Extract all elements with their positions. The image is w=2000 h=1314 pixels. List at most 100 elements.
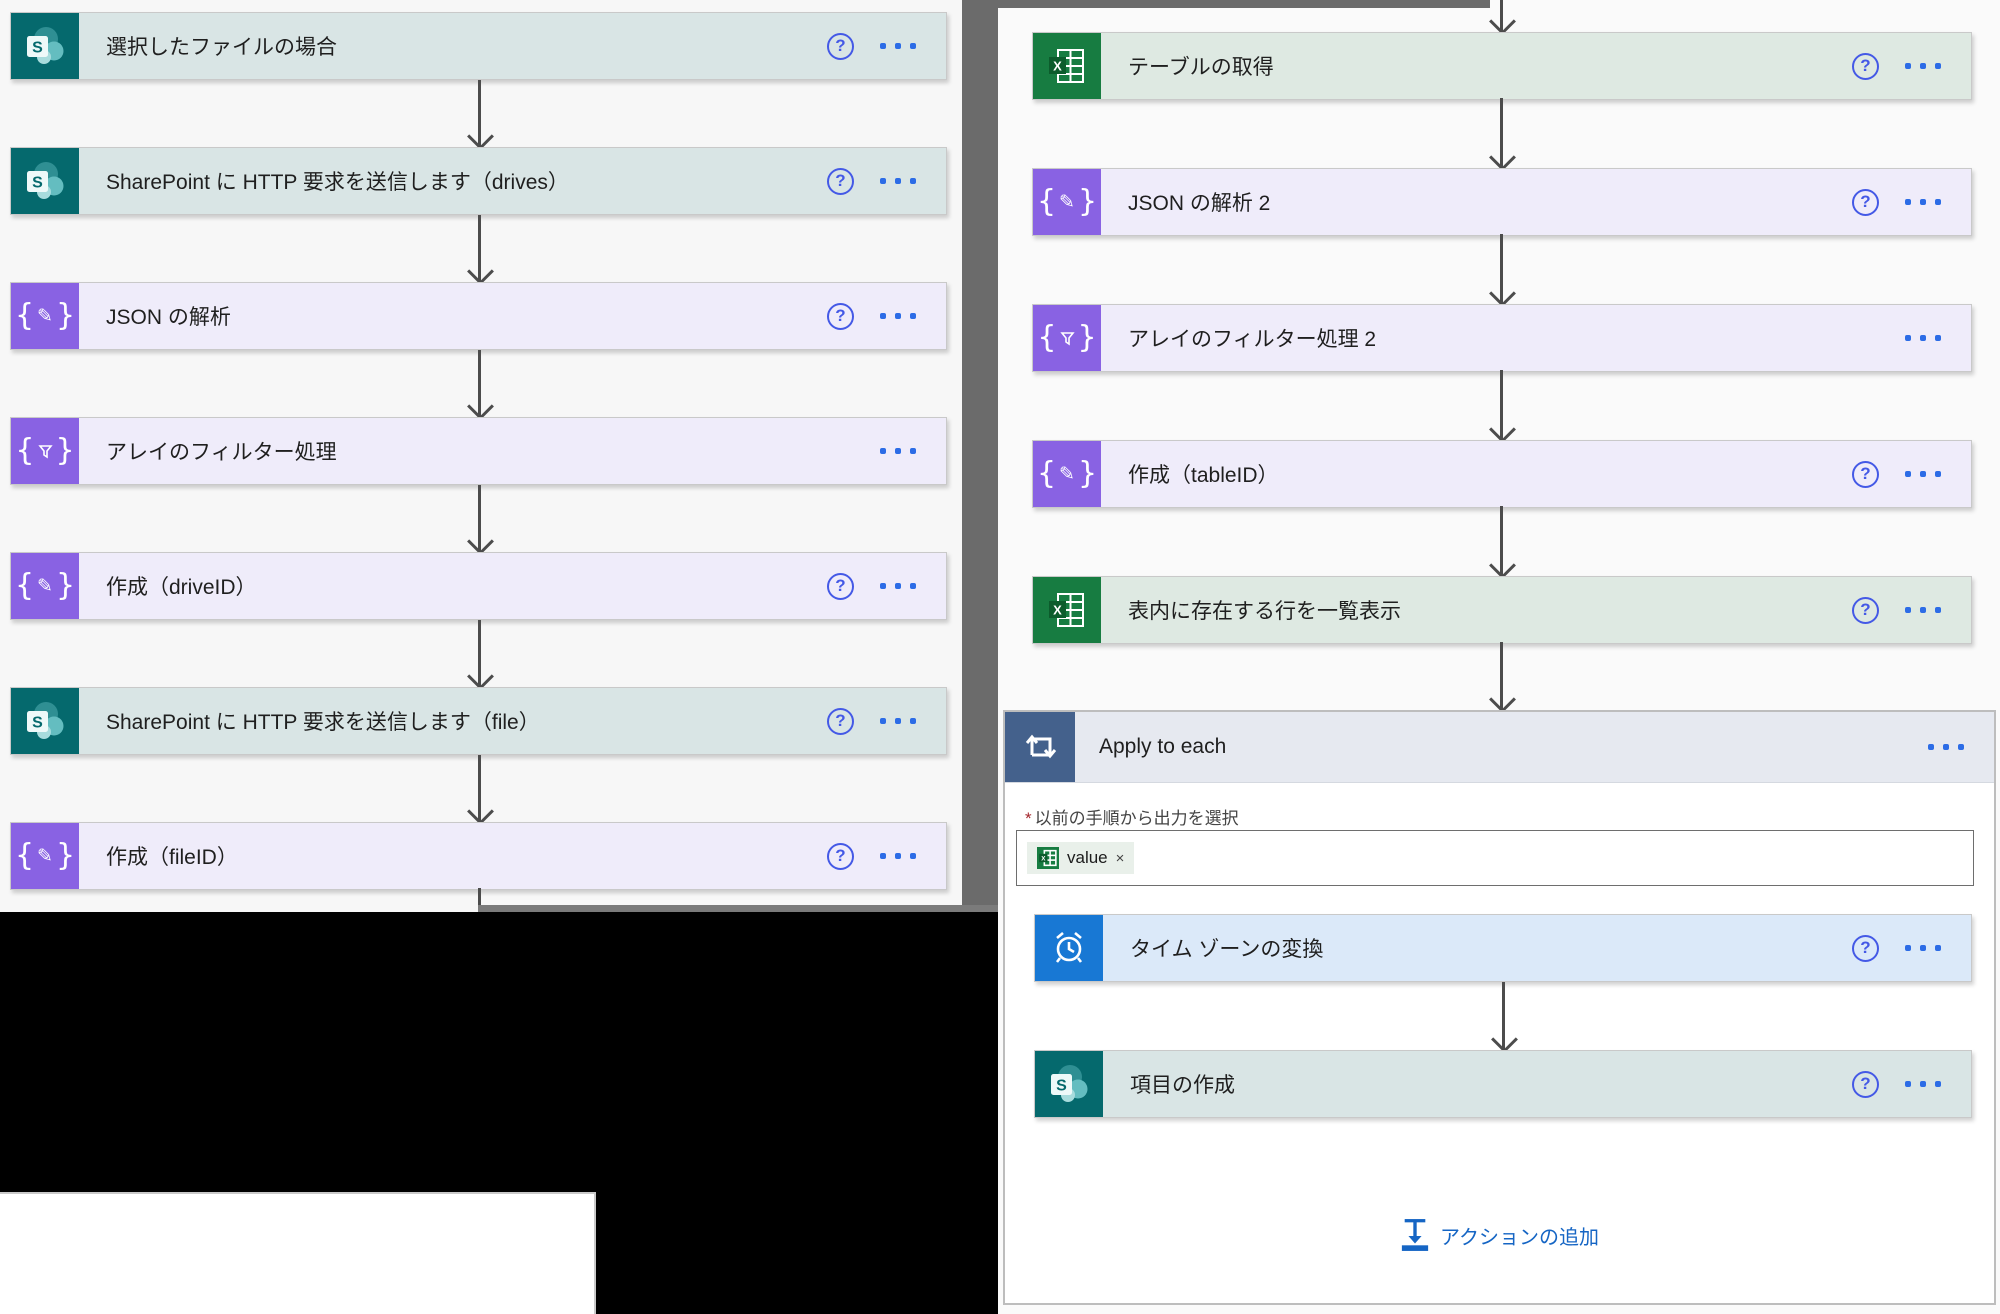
help-icon[interactable]: ? <box>827 842 854 870</box>
step-compose-tableid[interactable]: {✎} 作成（tableID） ? <box>1032 440 1972 508</box>
token-remove-icon[interactable]: × <box>1115 849 1125 867</box>
sharepoint-icon: S <box>11 688 79 754</box>
right-panel-top-edge <box>998 0 1490 8</box>
add-action-button[interactable]: アクションの追加 <box>1005 1217 1994 1253</box>
svg-text:S: S <box>1056 1078 1067 1095</box>
json-compose-icon: {✎} <box>11 283 79 349</box>
step-compose-fileid[interactable]: {✎} 作成（fileID） ? <box>10 822 947 890</box>
help-icon[interactable]: ? <box>1852 934 1879 962</box>
step-filter-array-2[interactable]: {} アレイのフィルター処理 2 <box>1032 304 1972 372</box>
more-menu-icon[interactable] <box>1905 1081 1941 1087</box>
flow-connector-line <box>478 888 481 908</box>
help-icon[interactable]: ? <box>1852 188 1879 216</box>
step-send-http-drives[interactable]: S SharePoint に HTTP 要求を送信します（drives） ? <box>10 147 947 215</box>
filter-array-icon: {} <box>11 418 79 484</box>
add-action-icon <box>1401 1219 1429 1251</box>
json-compose-icon: {✎} <box>11 823 79 889</box>
clock-icon <box>1035 915 1103 981</box>
svg-text:X: X <box>1053 59 1062 74</box>
select-output-label: *以前の手順から出力を選択 <box>1025 804 1239 829</box>
help-icon[interactable]: ? <box>827 572 854 600</box>
flow-arrow <box>1500 0 1503 32</box>
svg-text:X: X <box>1053 603 1062 618</box>
value-token[interactable]: X value × <box>1027 842 1135 874</box>
more-menu-icon[interactable] <box>880 718 916 724</box>
apply-to-each-title: Apply to each <box>1099 735 1227 758</box>
step-send-http-file[interactable]: S SharePoint に HTTP 要求を送信します（file） ? <box>10 687 947 755</box>
sharepoint-icon: S <box>11 13 79 79</box>
more-menu-icon[interactable] <box>1905 607 1941 613</box>
flow-arrow <box>1500 234 1503 304</box>
step-title: 作成（fileID） <box>106 846 238 869</box>
step-title: 作成（tableID） <box>1128 464 1279 487</box>
more-menu-icon[interactable] <box>1905 335 1941 341</box>
json-compose-icon: {✎} <box>11 553 79 619</box>
step-create-item[interactable]: S 項目の作成 ? <box>1034 1050 1972 1118</box>
more-menu-icon[interactable] <box>880 43 916 49</box>
step-title: 項目の作成 <box>1130 1074 1235 1097</box>
bottom-left-blank-area <box>0 1192 596 1314</box>
flow-arrow <box>1500 642 1503 710</box>
step-filter-array[interactable]: {} アレイのフィルター処理 <box>10 417 947 485</box>
add-action-label: アクションの追加 <box>1440 1226 1599 1249</box>
token-label: value <box>1067 848 1108 867</box>
step-title: アレイのフィルター処理 2 <box>1128 328 1377 351</box>
help-icon[interactable]: ? <box>827 167 854 195</box>
svg-text:S: S <box>32 175 43 192</box>
left-panel-bottom-edge <box>478 905 998 912</box>
more-menu-icon[interactable] <box>880 178 916 184</box>
more-menu-icon[interactable] <box>880 583 916 589</box>
more-menu-icon[interactable] <box>1905 199 1941 205</box>
flow-arrow <box>478 620 481 687</box>
help-icon[interactable]: ? <box>1852 460 1879 488</box>
step-title: 作成（driveID） <box>106 576 257 599</box>
more-menu-icon[interactable] <box>880 313 916 319</box>
help-icon[interactable]: ? <box>827 302 854 330</box>
step-title: アレイのフィルター処理 <box>106 441 337 464</box>
apply-to-each-header[interactable]: Apply to each <box>1005 712 1994 783</box>
json-compose-icon: {✎} <box>1033 169 1101 235</box>
help-icon[interactable]: ? <box>1852 52 1879 80</box>
excel-icon: X <box>1033 577 1101 643</box>
flow-arrow <box>1500 506 1503 576</box>
filter-array-icon: {} <box>1033 305 1101 371</box>
more-menu-icon[interactable] <box>1928 744 1964 750</box>
help-icon[interactable]: ? <box>1852 596 1879 624</box>
help-icon[interactable]: ? <box>1852 1070 1879 1098</box>
step-parse-json[interactable]: {✎} JSON の解析 ? <box>10 282 947 350</box>
step-title: JSON の解析 <box>106 306 231 329</box>
excel-icon: X <box>1033 33 1101 99</box>
step-title: 表内に存在する行を一覧表示 <box>1128 600 1401 623</box>
more-menu-icon[interactable] <box>880 853 916 859</box>
flow-arrow <box>1500 370 1503 440</box>
step-get-tables[interactable]: X テーブルの取得 ? <box>1032 32 1972 100</box>
select-output-input[interactable]: X value × <box>1016 830 1974 886</box>
step-convert-timezone[interactable]: タイム ゾーンの変換 ? <box>1034 914 1972 982</box>
flow-arrow <box>478 350 481 417</box>
sharepoint-icon: S <box>11 148 79 214</box>
help-icon[interactable]: ? <box>827 707 854 735</box>
sharepoint-icon: S <box>1035 1051 1103 1117</box>
more-menu-icon[interactable] <box>1905 945 1941 951</box>
flow-arrow <box>1502 982 1505 1050</box>
loop-icon <box>1005 712 1075 782</box>
flow-arrow <box>478 755 481 822</box>
svg-text:S: S <box>32 715 43 732</box>
flow-arrow <box>478 215 481 282</box>
step-title: SharePoint に HTTP 要求を送信します（file） <box>106 711 540 734</box>
more-menu-icon[interactable] <box>1905 471 1941 477</box>
json-compose-icon: {✎} <box>1033 441 1101 507</box>
more-menu-icon[interactable] <box>880 448 916 454</box>
step-title: 選択したファイルの場合 <box>106 36 337 59</box>
step-list-rows[interactable]: X 表内に存在する行を一覧表示 ? <box>1032 576 1972 644</box>
select-output-label-text: 以前の手順から出力を選択 <box>1034 809 1239 828</box>
step-selected-file[interactable]: S 選択したファイルの場合 ? <box>10 12 947 80</box>
step-title: テーブルの取得 <box>1128 56 1274 79</box>
step-compose-driveid[interactable]: {✎} 作成（driveID） ? <box>10 552 947 620</box>
step-parse-json-2[interactable]: {✎} JSON の解析 2 ? <box>1032 168 1972 236</box>
svg-text:X: X <box>1041 856 1046 863</box>
more-menu-icon[interactable] <box>1905 63 1941 69</box>
help-icon[interactable]: ? <box>827 32 854 60</box>
svg-text:S: S <box>32 40 43 57</box>
